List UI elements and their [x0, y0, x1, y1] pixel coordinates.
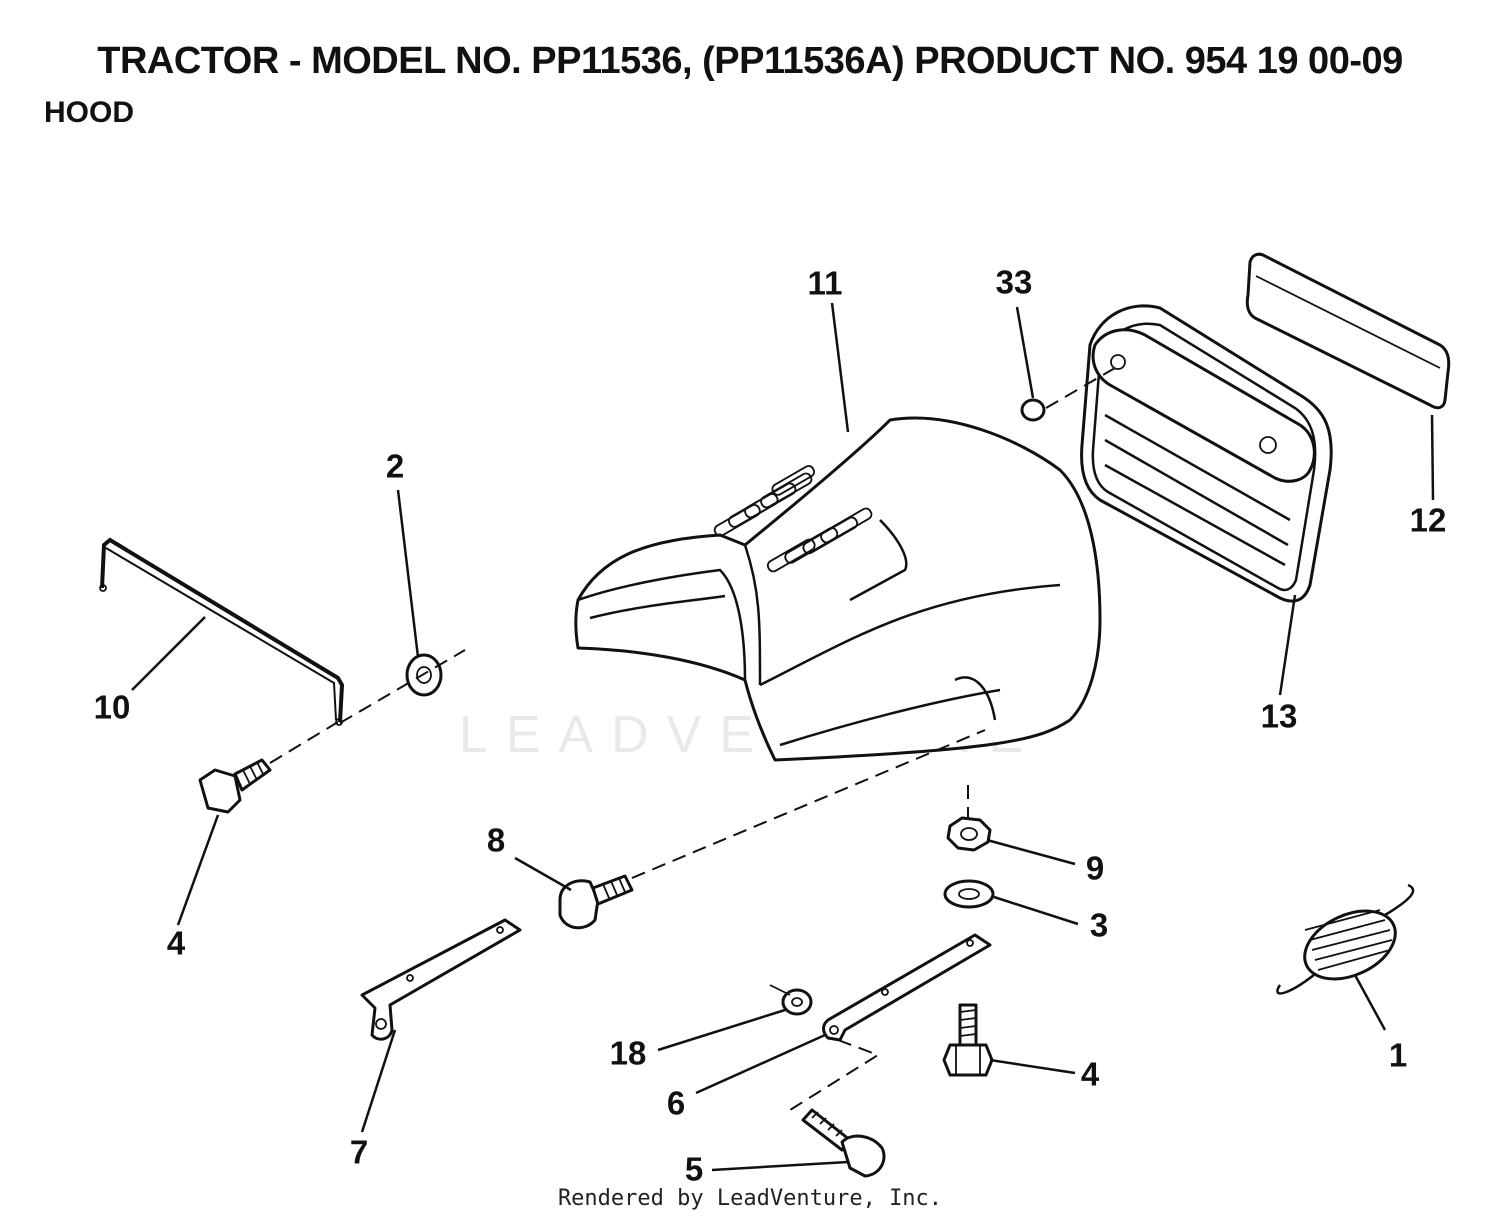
bracket-part-7[interactable] — [360, 918, 522, 1041]
callout-18: 18 — [610, 1035, 647, 1072]
callout-numbers: 11 33 12 13 2 10 4 8 9 3 1 7 18 6 4 5 — [94, 264, 1447, 1188]
callout-9: 9 — [1086, 850, 1104, 887]
callout-11: 11 — [808, 265, 843, 302]
bolt-alignment-line — [269, 721, 339, 764]
page-title: TRACTOR - MODEL NO. PP11536, (PP11536A) … — [97, 40, 1403, 82]
callout-4-right: 4 — [1081, 1056, 1100, 1093]
callout-33: 33 — [996, 264, 1033, 301]
bolt-5-alignment-line — [789, 1039, 881, 1111]
callout-3: 3 — [1090, 907, 1108, 944]
callout-6: 6 — [667, 1085, 685, 1122]
emblem-panel-part[interactable] — [1245, 252, 1451, 410]
callout-5: 5 — [685, 1151, 703, 1188]
callout-10: 10 — [94, 689, 131, 726]
leader-lines — [131, 302, 1435, 1172]
callout-7: 7 — [350, 1134, 368, 1171]
grille-part[interactable] — [1080, 304, 1333, 603]
rod-alignment-line — [339, 649, 466, 724]
callout-8: 8 — [487, 822, 505, 859]
washer-part-3[interactable] — [943, 879, 995, 909]
hood-vent-slots — [713, 465, 873, 573]
hood-part[interactable] — [574, 416, 1102, 762]
bolt-part-4-right[interactable] — [942, 1003, 994, 1077]
hood-rod-part[interactable] — [99, 537, 345, 726]
footer-credit: Rendered by LeadVenture, Inc. — [557, 1186, 943, 1211]
callout-1: 1 — [1389, 1037, 1407, 1074]
bolt-part-8[interactable] — [558, 874, 634, 930]
spring-part[interactable] — [1276, 883, 1415, 995]
callout-4-left: 4 — [167, 925, 186, 962]
plug-alignment-line — [1045, 367, 1116, 409]
bracket-part-6[interactable] — [822, 933, 992, 1042]
section-label: HOOD — [44, 96, 134, 129]
bolt-part-4-left[interactable] — [198, 758, 272, 814]
washer-18-alignment-line — [769, 984, 791, 996]
plug-part[interactable] — [1020, 398, 1046, 422]
bolt-8-alignment-line — [631, 729, 986, 879]
callout-13: 13 — [1261, 698, 1298, 735]
bolt-part-5[interactable] — [801, 1108, 886, 1178]
callout-12: 12 — [1410, 502, 1447, 539]
washer-part-18[interactable] — [781, 988, 813, 1016]
callout-2: 2 — [386, 448, 404, 485]
nut-part-9[interactable] — [946, 816, 992, 852]
